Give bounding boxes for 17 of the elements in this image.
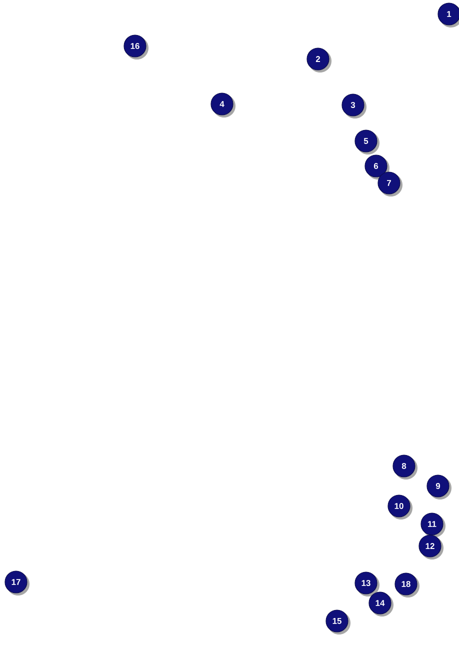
callout-number: 5 [354,130,380,154]
callout-number: 15 [326,610,350,634]
callout-number: 12 [418,534,444,560]
callout-number: 10 [388,494,412,520]
callout-number: 1 [438,2,459,28]
callout-number: 7 [378,172,402,196]
callout-number: 11 [420,512,446,538]
callout-number: 14 [368,592,394,616]
callout-number: 13 [354,572,380,596]
callout-number: 8 [392,454,418,480]
callout-number: 3 [342,94,366,118]
callout-number: 9 [426,474,452,500]
callout-number: 16 [124,34,148,60]
callout-number: 18 [394,572,420,598]
callout-number: 4 [210,92,236,118]
callout-number: 2 [306,48,332,72]
callout-number: 17 [4,570,30,596]
